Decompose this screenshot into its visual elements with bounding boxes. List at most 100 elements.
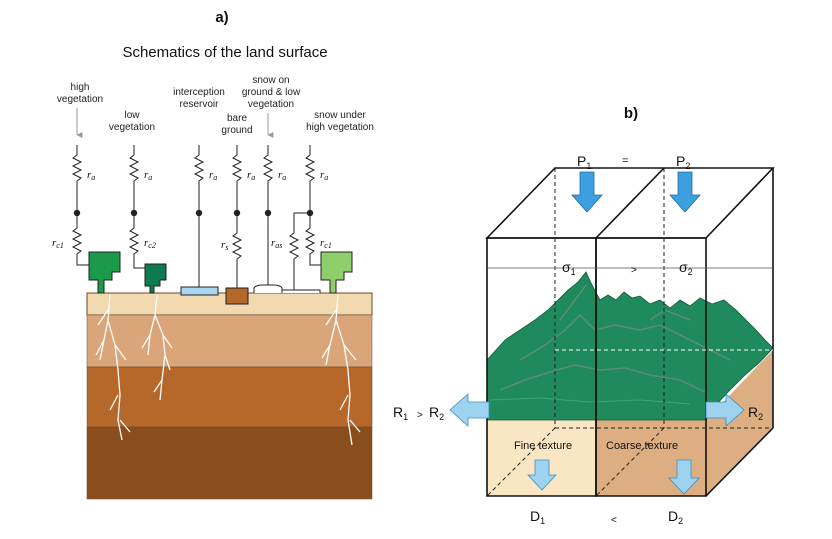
hidden-bottom-mid [595, 427, 665, 497]
resistor-ra-snow-low [262, 145, 274, 287]
label-r-gt: > [417, 410, 423, 421]
low-veg-plant [144, 263, 167, 294]
bare-ground-tile [225, 287, 249, 305]
precip-arrow-2 [669, 171, 701, 213]
dot-snow-low [264, 209, 272, 217]
resistor-network [71, 145, 322, 291]
label-rs-bare: rs [221, 239, 228, 252]
dot-snow-high [306, 209, 314, 217]
flux-arrows [449, 171, 745, 495]
panel-a-title: Schematics of the land surface [122, 44, 327, 61]
hidden-edges [486, 168, 773, 497]
resistance-labels: ra ra ra ra ra ra rc1 rc2 rs ras rc1 [52, 169, 332, 252]
resistor-ra-low-veg [128, 145, 140, 213]
junction-dots [73, 209, 314, 217]
label-snow-low-3: vegetation [248, 99, 294, 110]
runoff-arrow-1 [449, 393, 490, 427]
bottom-right-edge [705, 427, 774, 497]
label-snow-low-2: ground & low [242, 87, 301, 98]
drainage-arrow-1 [527, 459, 557, 491]
soil-layer-3 [86, 366, 373, 428]
label-arrows [76, 108, 274, 138]
label-d-lt: < [611, 515, 617, 526]
resistor-ras-snow-high [286, 212, 310, 291]
label-p2: P2 [676, 153, 690, 171]
drainage-arrow-2 [668, 459, 700, 495]
coarse-side-soil [706, 350, 773, 496]
label-rc2-low-veg: rc2 [144, 237, 156, 250]
soil-layer-2 [86, 314, 373, 368]
label-snow-low-1: snow on [252, 75, 289, 86]
terrain-mesh [486, 271, 774, 421]
panel-b-letter: b) [624, 105, 638, 122]
label-coarse-texture: Coarse texture [606, 440, 678, 452]
label-interception-1: interception [173, 87, 225, 98]
resistor-ra-high-veg [71, 145, 83, 213]
label-interception-2: reservoir [180, 99, 220, 110]
root-snow-high-veg [321, 294, 361, 446]
label-ra-bare: ra [247, 169, 255, 182]
label-snow-high-1: snow under [314, 110, 366, 121]
resistor-rc1-snow-high [304, 213, 322, 266]
hidden-bottom-left [486, 427, 556, 497]
label-high-veg-1: high [71, 82, 90, 93]
terrain-ridges [499, 284, 731, 393]
dot-interception [195, 209, 203, 217]
label-r2: R2 [748, 404, 763, 422]
resistor-ra-bare [231, 145, 243, 213]
snow-high-veg-tree [320, 251, 353, 294]
label-rc1-high-veg: rc1 [52, 237, 64, 250]
label-rc1-snow-high: rc1 [320, 237, 332, 250]
snow-on-ground [253, 284, 283, 293]
label-ra-high-veg: ra [87, 169, 95, 182]
runoff-arrow-2 [705, 393, 745, 427]
snow-under-canopy [281, 289, 321, 293]
label-high-veg-2: vegetation [57, 94, 103, 105]
label-fine-texture: Fine texture [514, 440, 572, 452]
label-sigma1: σ1 [562, 259, 576, 277]
high-veg-tree [88, 251, 121, 294]
terrain-highlight [489, 397, 691, 405]
panel-b-labels: P1 = P2 σ1 > σ2 R1 > R2 R2 Fine texture … [393, 153, 763, 526]
label-ra-interception: ra [209, 169, 217, 182]
resistor-ra-interception [193, 145, 205, 287]
label-bare-2: ground [221, 125, 252, 136]
label-ra-snow-low: ra [278, 169, 286, 182]
label-bare-1: bare [227, 113, 247, 124]
label-r2-left: R2 [429, 404, 444, 422]
root-low-veg [141, 294, 173, 401]
label-ra-snow-high: ra [320, 169, 328, 182]
resistor-ra-snow-high [304, 145, 316, 213]
label-ras-snow-high: ras [271, 237, 282, 250]
label-d2: D2 [668, 508, 683, 526]
label-low-veg-2: vegetation [109, 122, 155, 133]
top-divider [595, 167, 665, 239]
tile-labels: high vegetation low vegetation intercept… [57, 75, 374, 136]
panel-a-letter: a) [215, 9, 228, 26]
roots [95, 294, 361, 446]
tile-symbols [88, 251, 353, 305]
label-snow-high-2: high vegetation [306, 122, 374, 133]
root-high-veg [95, 294, 131, 441]
label-r1: R1 [393, 404, 408, 422]
precip-arrow-1 [571, 171, 603, 213]
resistor-rc1-high-veg [71, 213, 90, 266]
terrain-surface [486, 271, 774, 421]
dot-low-veg [130, 209, 138, 217]
label-sigma-gt: > [631, 265, 637, 276]
label-p1: P1 [577, 153, 591, 171]
label-sigma2: σ2 [679, 259, 693, 277]
resistor-rc2-low-veg [128, 213, 146, 269]
dot-high-veg [73, 209, 81, 217]
interception-reservoir [180, 286, 219, 296]
soil-layer-4 [86, 426, 373, 500]
label-low-veg-1: low [124, 110, 140, 121]
label-p-equal: = [622, 155, 628, 167]
soil-profile [86, 292, 373, 500]
label-ra-low-veg: ra [144, 169, 152, 182]
resistor-rs-bare [231, 213, 243, 288]
label-d1: D1 [530, 508, 545, 526]
fine-texture-soil [487, 420, 596, 496]
dot-bare [233, 209, 241, 217]
